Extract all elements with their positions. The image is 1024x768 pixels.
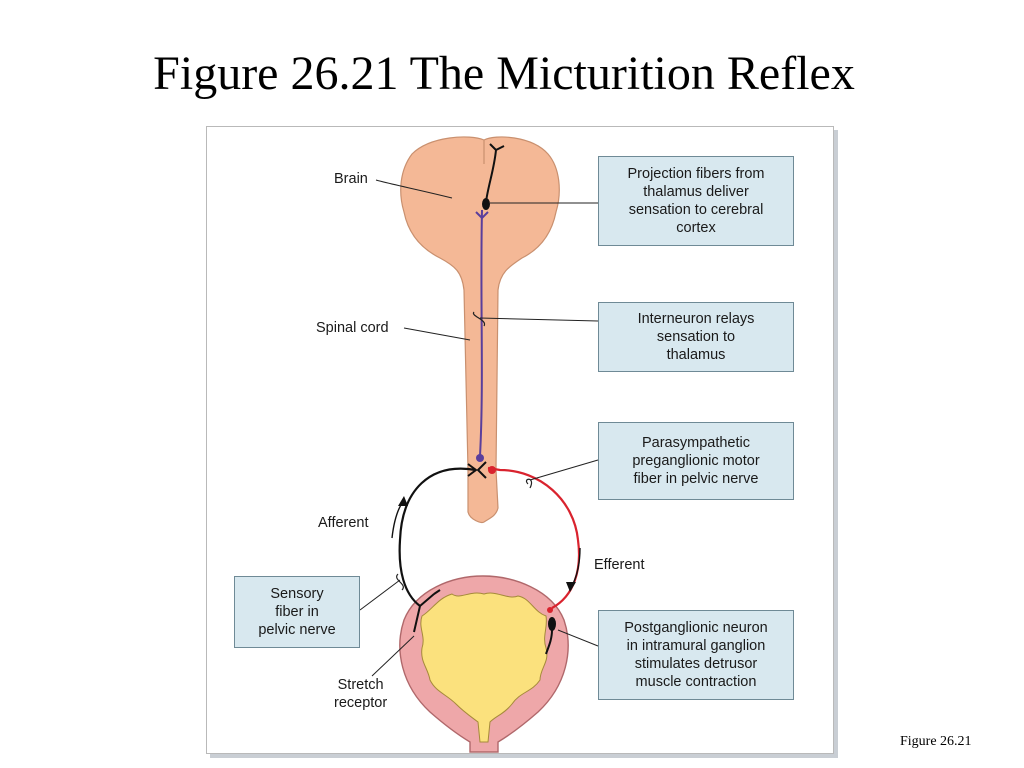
afferent-synapse-terminals (467, 461, 487, 479)
afferent-arrowhead (398, 496, 408, 506)
efferent-arrowhead (566, 582, 576, 592)
callout-parasympathetic: Parasympathetic preganglionic motor fibe… (598, 422, 794, 500)
brain-leader (375, 179, 453, 199)
efferent-cell-body (488, 466, 496, 474)
projection-fiber (485, 143, 505, 203)
stretch-receptor-leader (371, 635, 415, 677)
fiber-markers (396, 311, 532, 591)
brain-and-spinal-cord (400, 136, 560, 524)
efferent-synapse-dot (547, 607, 553, 613)
projection-cell-body (482, 198, 490, 210)
postganglionic-fiber (545, 629, 553, 655)
interneuron-cell-body (476, 454, 484, 462)
postganglionic-cell-body (548, 617, 556, 631)
brain-label: Brain (334, 171, 368, 187)
efferent-marker (526, 478, 532, 489)
parasympathetic-leader (529, 459, 599, 481)
sensory-leader (359, 579, 401, 611)
callout-interneuron: Interneuron relays sensation to thalamus (598, 302, 794, 372)
callout-projection-fibers: Projection fibers from thalamus deliver … (598, 156, 794, 246)
slide-title: Figure 26.21 The Micturition Reflex (153, 47, 855, 100)
callout-postganglionic: Postganglionic neuron in intramural gang… (598, 610, 794, 700)
leader-lines (359, 179, 599, 677)
stretch-receptor-label: Stretch receptor (334, 677, 388, 711)
spinal-cord-leader (403, 327, 471, 341)
spinal-cord-label: Spinal cord (316, 320, 389, 336)
efferent-label: Efferent (594, 557, 645, 573)
bladder-lumen (420, 592, 548, 743)
interneuron-fiber (479, 209, 483, 457)
callout-sensory-fiber: Sensory fiber in pelvic nerve (234, 576, 360, 648)
postganglionic-leader (557, 629, 599, 647)
figure-caption: Figure 26.21 (900, 734, 972, 749)
stretch-receptor-endings (413, 589, 441, 633)
interneuron-leader (479, 317, 599, 322)
interneuron-terminal (475, 211, 489, 220)
interneuron-marker (472, 311, 486, 327)
afferent-label: Afferent (318, 515, 369, 531)
afferent-fiber (398, 467, 477, 607)
afferent-marker (396, 573, 404, 591)
